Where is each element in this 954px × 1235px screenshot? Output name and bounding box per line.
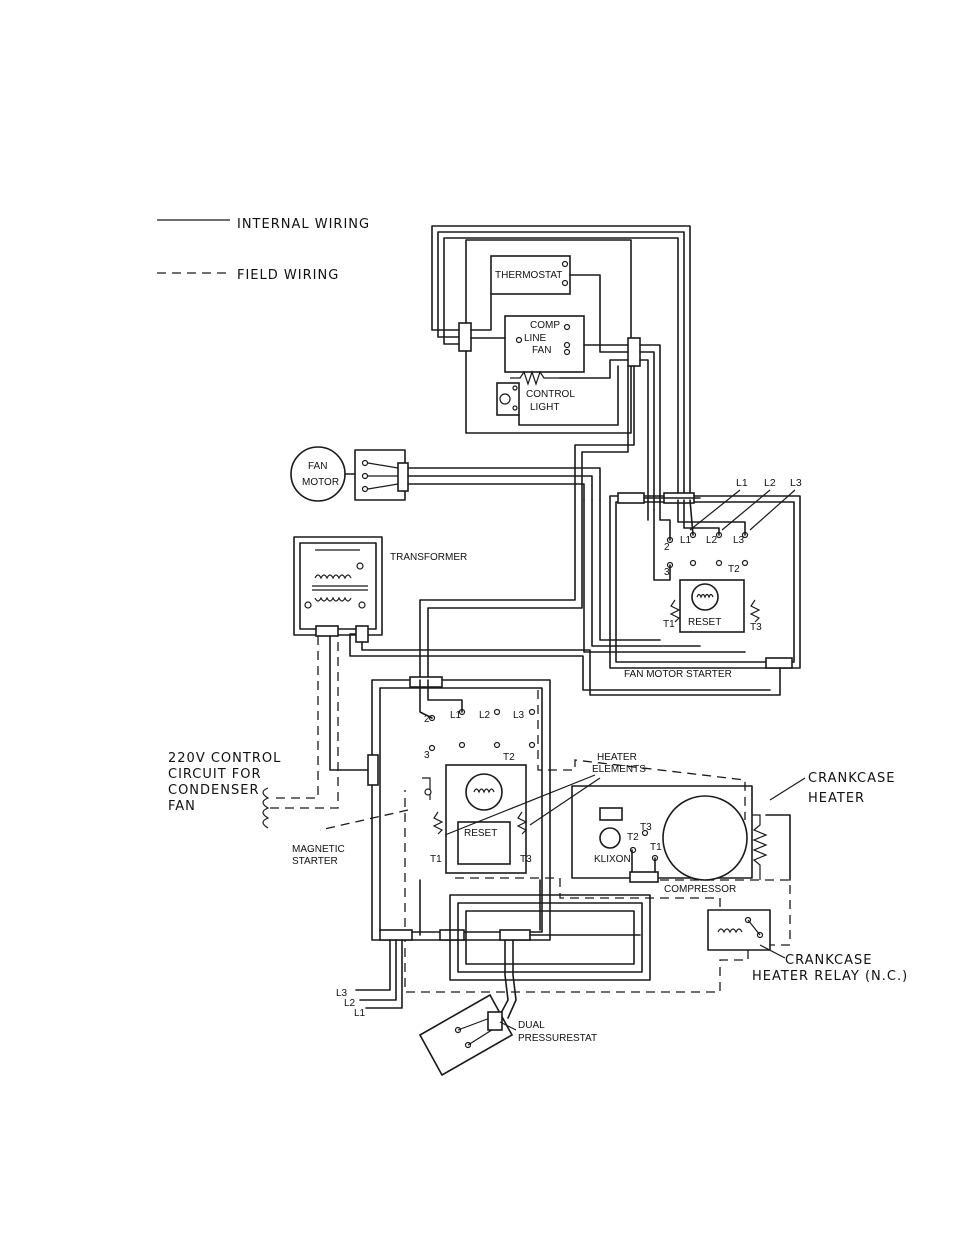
svg-text:T1: T1 xyxy=(663,619,675,630)
svg-text:CRANKCASE: CRANKCASE xyxy=(785,953,872,968)
svg-text:CONTROL: CONTROL xyxy=(526,389,575,400)
svg-text:COMP: COMP xyxy=(530,320,560,331)
thermostat-panel: THERMOSTAT COMP LINE FAN CONTROL LIGHT xyxy=(458,239,641,434)
svg-text:DUAL: DUAL xyxy=(518,1020,545,1031)
svg-text:L2: L2 xyxy=(479,710,491,721)
svg-text:L2: L2 xyxy=(706,535,718,546)
svg-text:RESET: RESET xyxy=(464,828,497,839)
svg-text:T2: T2 xyxy=(503,752,515,763)
svg-text:TRANSFORMER: TRANSFORMER xyxy=(390,552,467,563)
field-wiring xyxy=(270,636,791,993)
svg-text:FAN MOTOR STARTER: FAN MOTOR STARTER xyxy=(624,669,732,680)
svg-text:T3: T3 xyxy=(750,622,762,633)
svg-text:HEATER: HEATER xyxy=(597,752,637,763)
control-circuit: 220V CONTROL CIRCUIT FOR CONDENSER FAN xyxy=(168,751,281,829)
svg-text:T1: T1 xyxy=(430,854,442,865)
thermostat-cables xyxy=(419,225,691,681)
svg-text:L3: L3 xyxy=(513,710,525,721)
svg-text:RESET: RESET xyxy=(688,617,721,628)
crankcase-heater: CRANKCASE HEATER xyxy=(752,771,895,881)
legend-field-wiring: FIELD WIRING xyxy=(237,268,339,283)
svg-text:KLIXON: KLIXON xyxy=(594,854,631,865)
svg-text:2: 2 xyxy=(424,714,430,725)
svg-text:L1: L1 xyxy=(450,710,462,721)
svg-text:L2: L2 xyxy=(344,998,356,1009)
switch-box xyxy=(504,315,585,373)
svg-text:T2: T2 xyxy=(627,832,639,843)
dual-pressurestat: DUAL PRESSURESTAT xyxy=(418,939,597,1077)
svg-text:LINE: LINE xyxy=(524,333,547,344)
svg-text:L1: L1 xyxy=(680,535,692,546)
svg-text:PRESSURESTAT: PRESSURESTAT xyxy=(518,1033,597,1044)
svg-text:ELEMENTS: ELEMENTS xyxy=(592,764,646,775)
svg-text:FAN: FAN xyxy=(308,461,327,472)
power-cables xyxy=(419,879,651,981)
svg-text:L2: L2 xyxy=(764,477,776,489)
thermostat-label: THERMOSTAT xyxy=(495,270,562,281)
svg-text:T3: T3 xyxy=(640,822,652,833)
svg-text:FAN: FAN xyxy=(168,799,196,814)
svg-text:T2: T2 xyxy=(728,564,740,575)
svg-text:T3: T3 xyxy=(520,854,532,865)
svg-text:CRANKCASE: CRANKCASE xyxy=(808,771,895,786)
svg-text:L1: L1 xyxy=(736,477,748,489)
svg-text:MOTOR: MOTOR xyxy=(302,477,339,488)
svg-text:T1: T1 xyxy=(650,842,662,853)
svg-text:COMPRESSOR: COMPRESSOR xyxy=(664,884,736,895)
svg-text:CIRCUIT FOR: CIRCUIT FOR xyxy=(168,767,262,782)
terminal-block xyxy=(627,337,641,367)
fan-motor-starter: L1 L2 L3 2 3 L1 L2 L3 T2 RESET T1 T3 FAN… xyxy=(583,477,802,680)
svg-text:L3: L3 xyxy=(336,988,348,999)
svg-text:FAN: FAN xyxy=(532,345,551,356)
legend-internal-wiring: INTERNAL WIRING xyxy=(237,217,370,232)
magnetic-starter: 2 3 L1 L2 L3 T2 RESET T1 T3 MAGNETIC STA… xyxy=(292,676,551,1009)
svg-text:CONDENSER: CONDENSER xyxy=(168,783,259,798)
svg-text:3: 3 xyxy=(664,567,670,578)
svg-text:L3: L3 xyxy=(790,477,802,489)
svg-text:STARTER: STARTER xyxy=(292,856,338,867)
legend: INTERNAL WIRING FIELD WIRING xyxy=(157,217,370,283)
svg-text:220V CONTROL: 220V CONTROL xyxy=(168,751,281,766)
svg-text:2: 2 xyxy=(664,542,670,553)
thermostat-box xyxy=(490,255,571,295)
svg-text:L3: L3 xyxy=(733,535,745,546)
svg-text:LIGHT: LIGHT xyxy=(530,402,559,413)
transformer: TRANSFORMER xyxy=(293,536,781,771)
fan-motor: FAN MOTOR xyxy=(290,446,601,502)
crankcase-heater-relay: CRANKCASE HEATER RELAY (N.C.) xyxy=(707,909,908,984)
line-leads: L3 L2 L1 xyxy=(336,988,366,1019)
svg-text:3: 3 xyxy=(424,750,430,761)
svg-text:HEATER: HEATER xyxy=(808,791,865,806)
svg-text:HEATER RELAY (N.C.): HEATER RELAY (N.C.) xyxy=(752,969,908,984)
svg-text:L1: L1 xyxy=(354,1008,366,1019)
compressor: KLIXON T2 T3 T1 COMPRESSOR xyxy=(571,785,753,895)
svg-text:MAGNETIC: MAGNETIC xyxy=(292,844,345,855)
terminal-block xyxy=(458,322,472,352)
